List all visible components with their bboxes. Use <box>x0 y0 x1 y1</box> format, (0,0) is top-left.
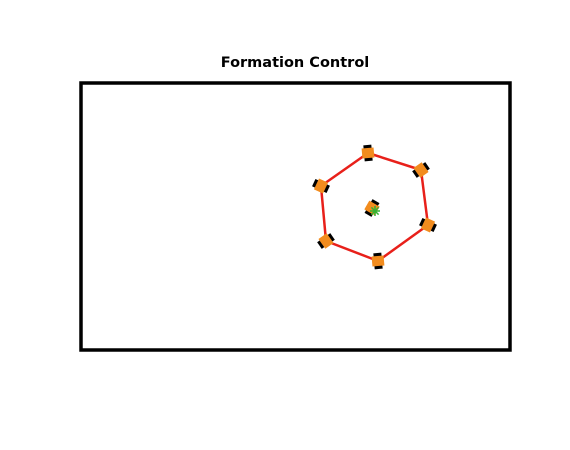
goal-marker-icon <box>370 206 380 216</box>
robot-icon <box>371 255 385 267</box>
robot <box>317 233 335 249</box>
robot-icon <box>420 217 436 233</box>
robot <box>361 144 375 162</box>
robot <box>419 217 437 233</box>
robot-icon <box>361 147 375 159</box>
robot-icon <box>318 233 334 249</box>
robot-icon <box>413 162 429 178</box>
robot <box>371 252 385 270</box>
figure-title: Formation Control <box>220 55 370 71</box>
robot-icon <box>313 178 329 194</box>
robot <box>312 178 330 194</box>
arena-boundary <box>79 81 512 352</box>
robot <box>412 162 430 178</box>
